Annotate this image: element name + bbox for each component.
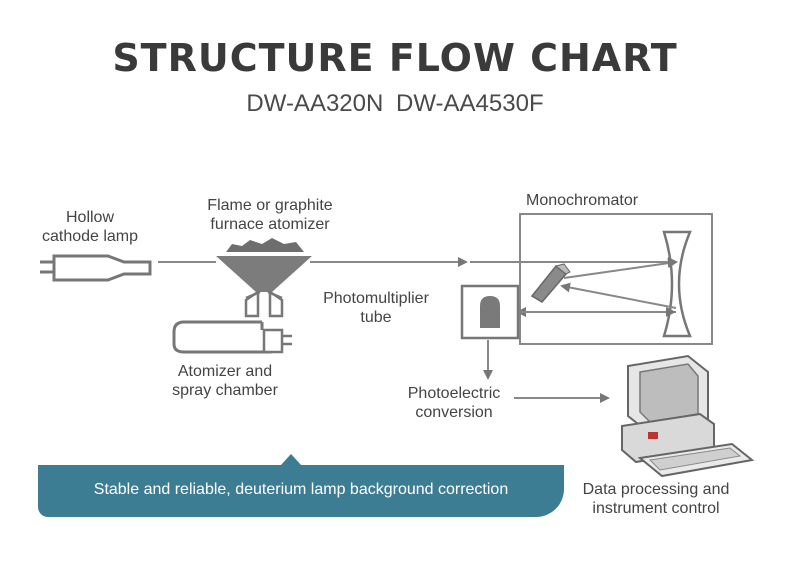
label-monochromator: Monochromator [526, 192, 639, 209]
page-subtitle: DW-AA320N DW-AA4530F [246, 90, 544, 117]
label-data-processing: Data processing and instrument control [582, 481, 730, 517]
label-atomizer: Flame or graphite furnace atomizer [207, 197, 333, 233]
monochromator-box [519, 213, 713, 345]
label-hollow-cathode-lamp: Hollow cathode lamp [41, 209, 139, 245]
feature-banner [38, 465, 564, 517]
hollow-cathode-lamp-icon [40, 254, 152, 282]
atomizer-icon [216, 238, 312, 318]
concave-mirror-icon [662, 230, 692, 338]
spray-chamber-icon [172, 320, 292, 354]
computer-icon [621, 354, 755, 478]
label-photoelectric-conversion: Photoelectric conversion [407, 385, 501, 421]
page-title: STRUCTURE FLOW CHART [112, 36, 678, 80]
label-spray-chamber: Atomizer and spray chamber [172, 363, 278, 399]
label-photomultiplier-tube: Photomultiplier tube [323, 290, 429, 326]
feature-banner-text: Stable and reliable, deuterium lamp back… [93, 481, 509, 498]
grating-icon [530, 263, 571, 303]
banner-notch [280, 454, 302, 466]
photomultiplier-tube-icon [460, 284, 520, 340]
